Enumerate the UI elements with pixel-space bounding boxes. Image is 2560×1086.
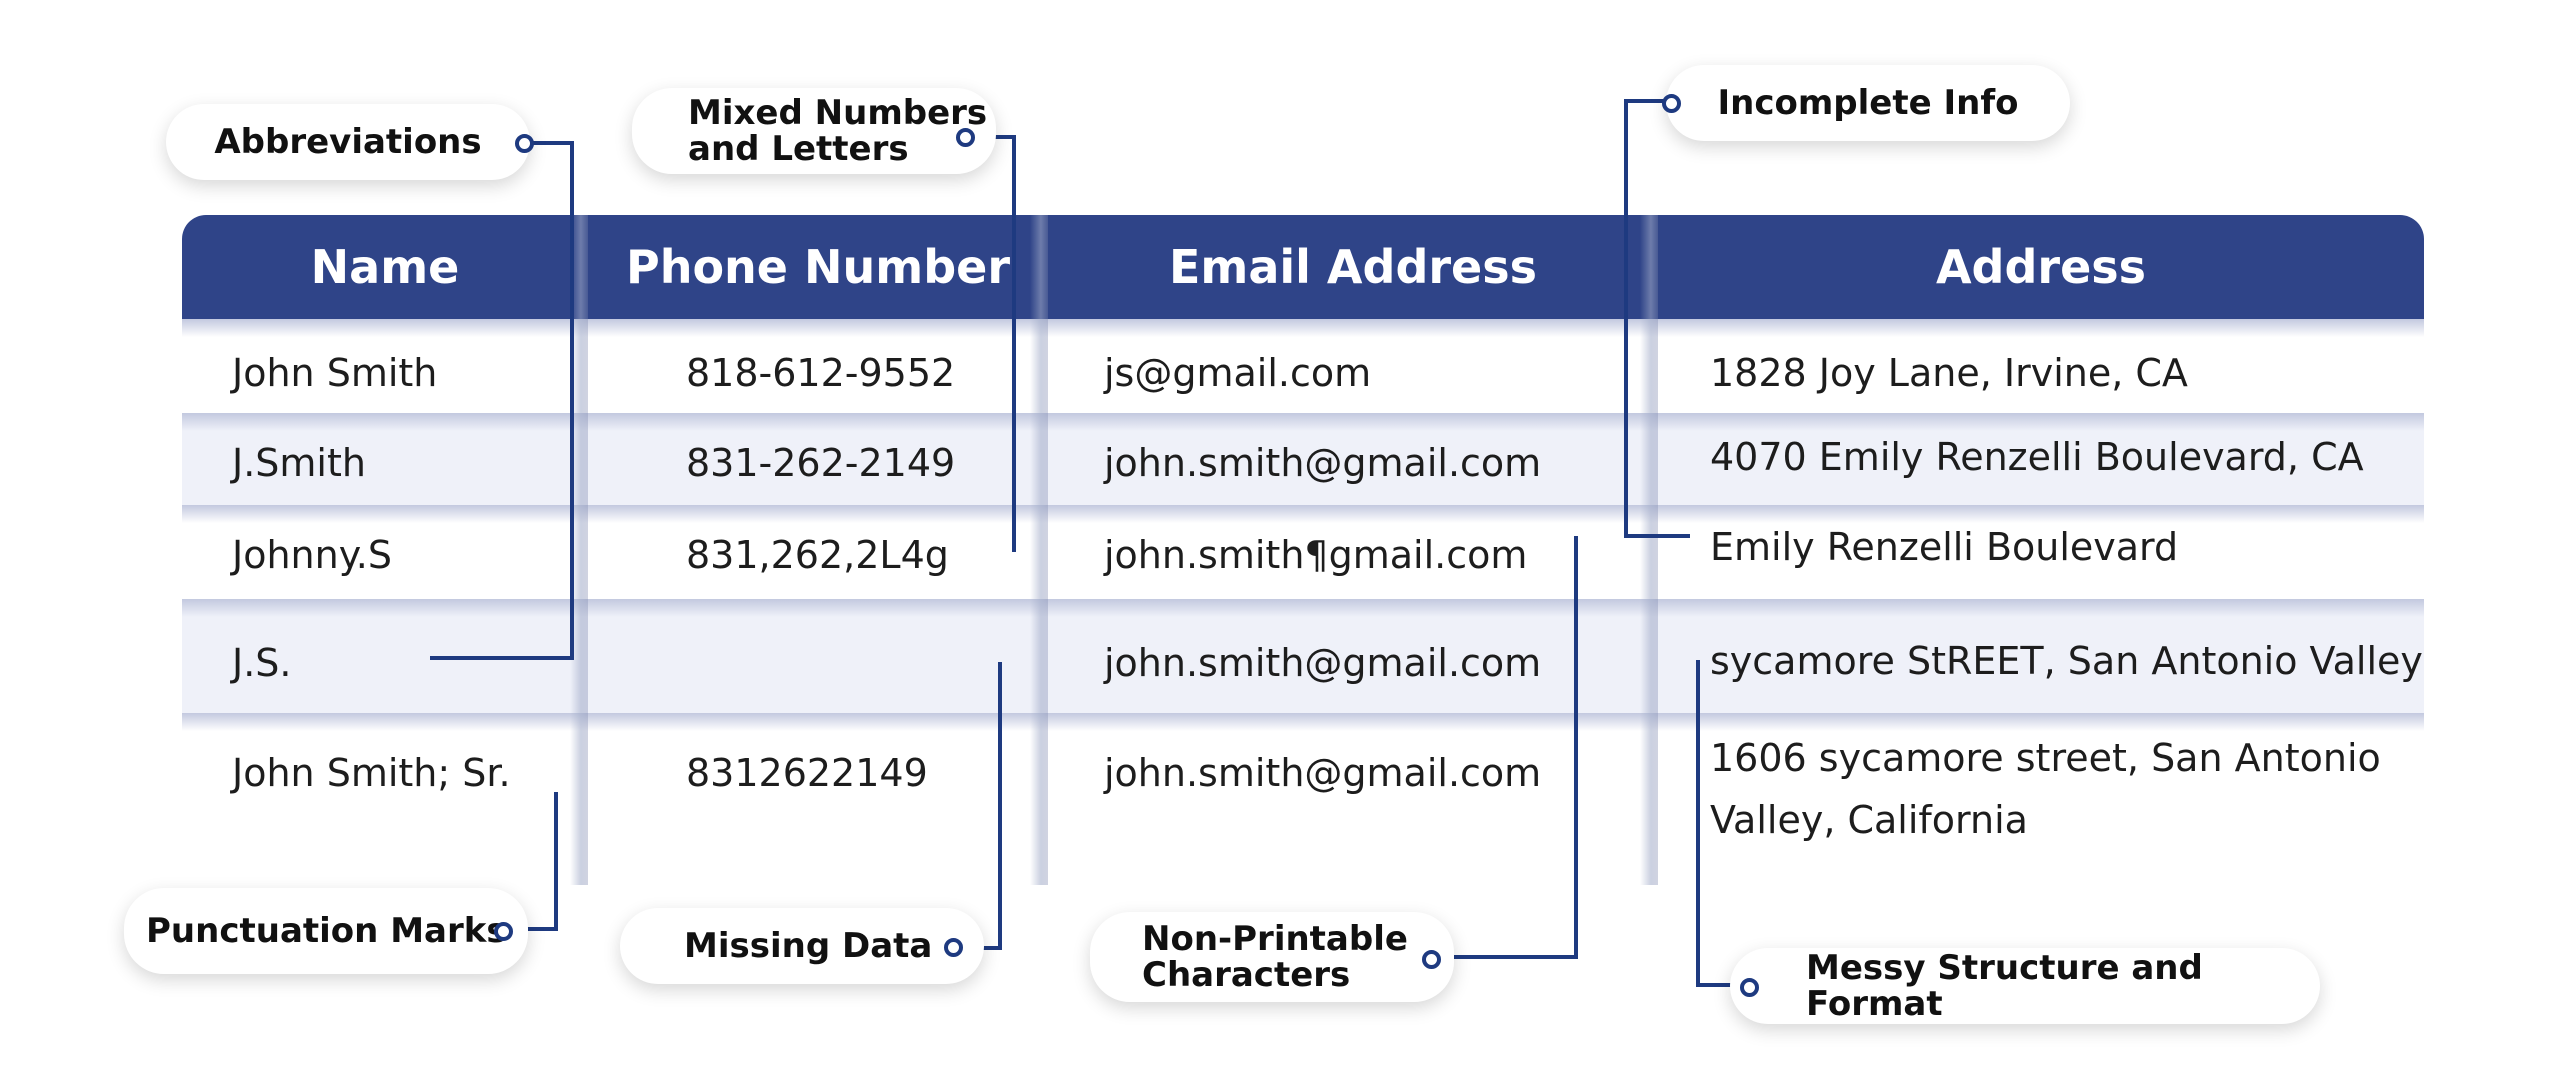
column-divider: [1640, 215, 1658, 885]
cell-name: John Smith: [232, 351, 438, 395]
callout-label-line2: Characters: [1142, 955, 1351, 995]
table-header: Name Phone Number Email Address Address: [182, 215, 2424, 319]
callout-non-printable-characters: Non-Printable Characters: [1090, 912, 1454, 1002]
callout-abbreviations: Abbreviations: [166, 104, 534, 180]
cell-address: 4070 Emily Renzelli Boulevard, CA: [1710, 435, 2364, 479]
callout-label-line1: Mixed Numbers: [688, 93, 988, 133]
connector-dot: [515, 134, 534, 153]
callout-label: Abbreviations: [214, 122, 482, 162]
header-phone-number: Phone Number: [625, 240, 1010, 294]
row-shadow: [182, 505, 2424, 523]
callout-messy-structure-format: Messy Structure and Format: [1730, 948, 2320, 1024]
connector-mixed-numbers: [972, 135, 1016, 552]
cell-phone: 831-262-2149: [686, 441, 956, 485]
cell-address: 1828 Joy Lane, Irvine, CA: [1710, 351, 2188, 395]
callout-missing-data: Missing Data: [620, 908, 984, 984]
cell-phone: 831,262,2L4g: [686, 533, 949, 577]
column-divider: [1030, 215, 1048, 885]
row-shadow: [182, 599, 2424, 617]
cell-address: sycamore StREET, San Antonio Valley: [1710, 639, 2423, 683]
cell-name: J.Smith: [232, 441, 366, 485]
connector-missing-data: [956, 662, 1002, 950]
cell-email: john.smith@gmail.com: [1104, 441, 1542, 485]
header-email-address: Email Address: [1168, 240, 1538, 294]
row-shadow: [182, 713, 2424, 731]
callout-label-line2: and Letters: [688, 129, 909, 169]
connector-messy-structure: [1696, 660, 1746, 987]
cell-name: John Smith; Sr.: [232, 751, 511, 795]
table-row: Johnny.S 831,262,2L4g john.smith¶gmail.c…: [182, 505, 2424, 599]
cell-phone: 818-612-9552: [686, 351, 956, 395]
table-row: John Smith 818-612-9552 js@gmail.com 182…: [182, 319, 2424, 413]
header-name: Name: [310, 240, 460, 294]
connector-dot: [494, 922, 513, 941]
cell-name: J.S.: [232, 641, 292, 685]
callout-label: Incomplete Info: [1717, 83, 2019, 123]
header-address: Address: [1935, 240, 2147, 294]
cell-address: 1606 sycamore street, San Antonio Valley…: [1710, 736, 2381, 842]
callout-mixed-numbers-letters: Mixed Numbers and Letters: [632, 88, 996, 174]
cell-email: john.smith@gmail.com: [1104, 641, 1542, 685]
callout-punctuation-marks: Punctuation Marks: [124, 888, 528, 974]
connector-incomplete-info: [1624, 99, 1690, 538]
connector-dot: [1740, 978, 1759, 997]
table-row: J.Smith 831-262-2149 john.smith@gmail.co…: [182, 413, 2424, 505]
callout-label-line1: Non-Printable: [1142, 919, 1408, 959]
connector-non-printable: [1434, 536, 1578, 959]
callout-label: Missing Data: [684, 926, 933, 966]
cell-email: js@gmail.com: [1104, 351, 1372, 395]
callout-label: Punctuation Marks: [146, 911, 507, 951]
row-shadow: [182, 413, 2424, 431]
callout-label: Messy Structure and Format: [1806, 948, 2203, 1024]
cell-email: john.smith@gmail.com: [1104, 751, 1542, 795]
cell-phone: 8312622149: [686, 751, 928, 795]
column-divider: [570, 215, 588, 885]
row-shadow: [182, 319, 2424, 337]
cell-email: john.smith¶gmail.com: [1104, 533, 1528, 577]
cell-address: Emily Renzelli Boulevard: [1710, 525, 2179, 569]
connector-dot: [1422, 950, 1441, 969]
connector-dot: [944, 938, 963, 957]
connector-abbreviations: [430, 141, 574, 660]
connector-dot: [1662, 94, 1681, 113]
cell-name: Johnny.S: [232, 533, 392, 577]
connector-dot: [956, 128, 975, 147]
callout-incomplete-info: Incomplete Info: [1662, 65, 2070, 141]
